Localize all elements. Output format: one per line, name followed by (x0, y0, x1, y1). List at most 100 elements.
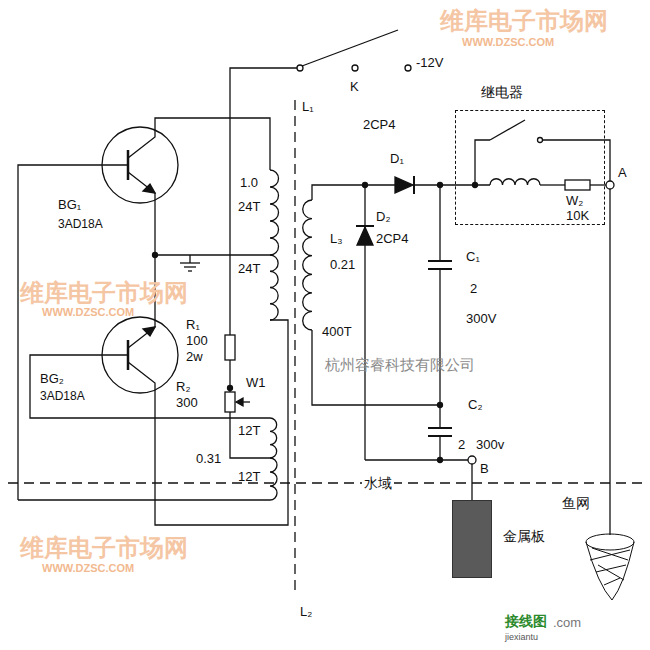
watermark: WWW.DZSC.COM (42, 306, 134, 318)
ground-symbol (189, 255, 190, 263)
wire (365, 459, 468, 460)
junction-dot (153, 253, 158, 258)
component-label: W₂ (566, 194, 583, 208)
relay-contact (538, 138, 543, 143)
component-label: .com (553, 616, 581, 630)
component-label: 300v (476, 438, 504, 452)
relay-contact (490, 120, 525, 140)
component-label: jiexiantu (505, 633, 538, 643)
component-label: 1.0 (240, 176, 258, 190)
component-label: 水域 (362, 476, 394, 491)
component-label: -12V (416, 56, 443, 70)
watermark: 杭州容睿科技有限公司 (325, 357, 475, 374)
component-label: D₂ (376, 210, 390, 224)
wire (18, 165, 128, 500)
component-label: 接线图 (505, 614, 547, 629)
component-label: 3AD18A (58, 218, 103, 231)
component-label: 12T (238, 424, 260, 438)
relay-coil (490, 179, 540, 185)
component-label: 0.21 (330, 258, 355, 272)
coil-winding (270, 170, 279, 255)
water-surface (8, 482, 642, 483)
wire (439, 185, 440, 261)
component-label: K (350, 80, 359, 94)
watermark: 维库电子市场网 (20, 535, 188, 561)
component-label: 2 (470, 282, 477, 296)
coil-winding (270, 418, 277, 458)
component-label: 100 (186, 334, 208, 348)
component-label: 24T (238, 262, 260, 276)
ground-symbol (184, 266, 196, 267)
wire (540, 184, 565, 185)
junction-dot (438, 458, 443, 463)
component-label: C₂ (468, 398, 482, 412)
component-label: L₂ (300, 605, 312, 619)
watermark: WWW.DZSC.COM (42, 562, 134, 574)
coil-winding (303, 200, 312, 330)
wire (128, 320, 155, 348)
transformer-core (294, 100, 295, 595)
junction-dot (228, 386, 233, 391)
coil-winding (270, 458, 277, 500)
wire (542, 140, 610, 181)
watermark: 维库电子市场网 (20, 280, 188, 306)
resistor-symbol (565, 180, 590, 190)
wire (18, 499, 270, 500)
component-label: 2CP4 (376, 232, 409, 246)
resistor-symbol (225, 335, 235, 360)
ground-symbol (188, 270, 192, 271)
ground-symbol (180, 262, 200, 263)
component-label: B (480, 462, 489, 476)
watermark: 维库电子市场网 (440, 8, 608, 34)
component-label: BG₂ (40, 372, 64, 386)
node-heading: 继电器 (481, 85, 523, 100)
component-label: R₁ (186, 318, 200, 332)
emitter-arrow (143, 184, 155, 193)
component-label: 2 (458, 438, 465, 452)
emitter-arrow (143, 327, 155, 336)
node-heading: 金属板 (503, 529, 545, 544)
wire (155, 254, 270, 255)
wire (312, 185, 395, 200)
component-label: 12T (238, 470, 260, 484)
watermark: WWW.DZSC.COM (462, 36, 554, 48)
relay-box: 继电器 (455, 110, 605, 225)
component-label: 300 (176, 396, 198, 410)
switch-blade (302, 30, 398, 66)
component-label: A (618, 166, 627, 180)
diode-symbol (357, 227, 373, 245)
component-label: W1 (246, 376, 266, 390)
component-label: 2w (186, 350, 203, 364)
supply-terminal (405, 65, 411, 71)
wiper-arrow (236, 398, 243, 406)
wire (439, 436, 440, 460)
wire (230, 412, 270, 458)
component-label: 3AD18A (40, 390, 85, 403)
switch-contact (352, 65, 358, 71)
wire (414, 184, 490, 185)
component-label: 400T (322, 325, 352, 339)
component-label: C₁ (466, 250, 480, 264)
metal-plate: 金属板 (452, 500, 492, 578)
capacitor-plate (428, 260, 452, 262)
coil-winding (270, 255, 278, 320)
wire (475, 140, 490, 185)
component-label: BG₁ (58, 198, 81, 212)
wire (471, 464, 472, 500)
terminal-b (468, 456, 476, 464)
component-label: 0.31 (196, 452, 221, 466)
terminal-a (606, 181, 614, 189)
wire (128, 320, 288, 525)
component-label: 2CP4 (363, 118, 396, 132)
component-label: 300V (466, 312, 496, 326)
wire (128, 118, 270, 170)
component-label: 24T (238, 200, 260, 214)
junction-dot (438, 403, 443, 408)
potentiometer-symbol (225, 392, 235, 412)
diode-bar (356, 225, 374, 227)
fishing-net (586, 534, 634, 600)
component-label: L₁ (302, 100, 314, 114)
component-label: R₂ (176, 380, 190, 394)
component-label: 10K (566, 209, 589, 223)
component-label: D₁ (390, 152, 404, 166)
